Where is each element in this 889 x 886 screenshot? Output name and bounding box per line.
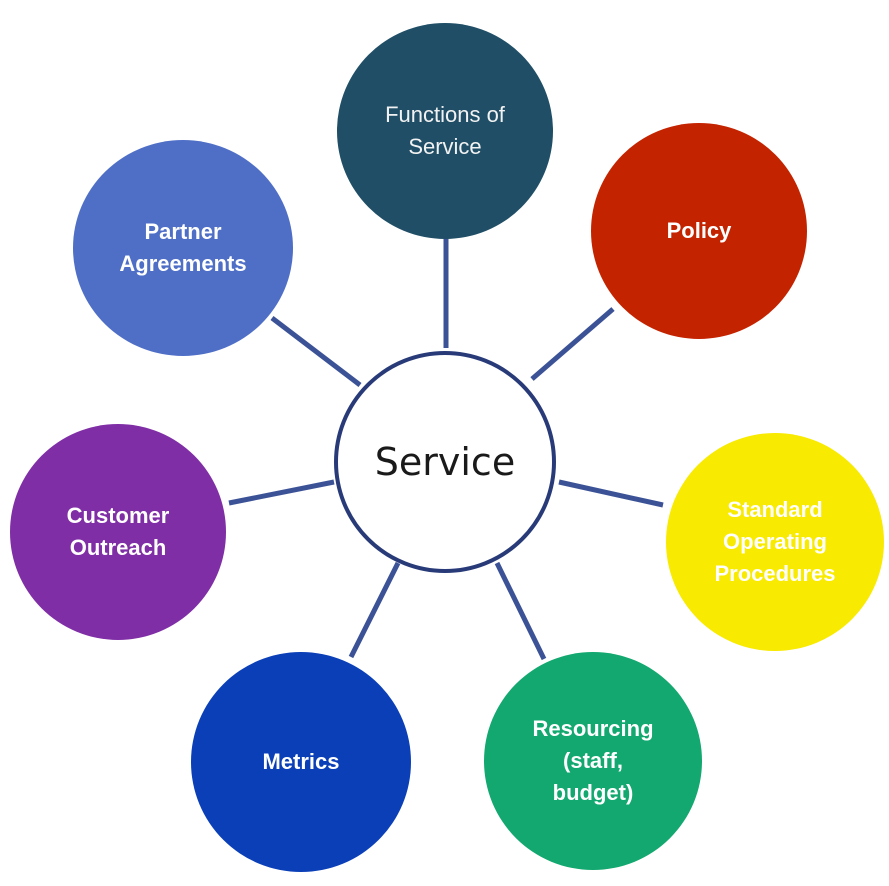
connector-metrics bbox=[348, 561, 401, 659]
node-standard-operating-procedures: Standard Operating Procedures bbox=[666, 433, 884, 651]
node-label: Functions of Service bbox=[385, 102, 505, 159]
node-customer-outreach: Customer Outreach bbox=[10, 424, 226, 640]
node-label: Policy bbox=[666, 218, 732, 243]
node-label: Partner Agreements bbox=[119, 219, 247, 276]
node-resourcing: Resourcing (staff, budget) bbox=[484, 652, 702, 870]
hub-service: Service bbox=[334, 351, 556, 573]
node-label: Resourcing (staff, budget) bbox=[532, 716, 654, 805]
connector-resourcing bbox=[494, 561, 547, 661]
node-partner-agreements: Partner Agreements bbox=[73, 140, 293, 356]
node-label: Standard Operating Procedures bbox=[714, 497, 836, 586]
connector-policy bbox=[530, 307, 615, 381]
node-metrics: Metrics bbox=[191, 652, 411, 872]
node-functions-of-service: Functions of Service bbox=[337, 23, 553, 239]
connector-sop bbox=[558, 479, 664, 508]
node-policy: Policy bbox=[591, 123, 807, 339]
node-label: Customer Outreach bbox=[66, 503, 170, 560]
node-label: Metrics bbox=[262, 749, 340, 774]
hub-label: Service bbox=[374, 440, 516, 484]
connector-outreach bbox=[228, 479, 335, 506]
connector-partner bbox=[270, 316, 362, 387]
